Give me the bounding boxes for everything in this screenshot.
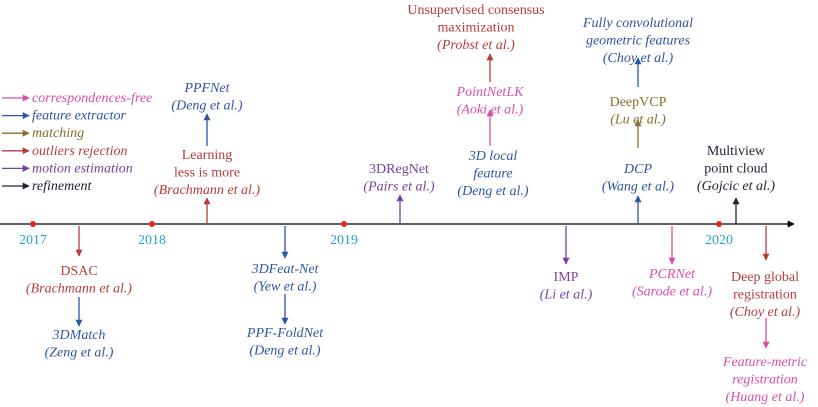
year-label-2017: 2017: [19, 233, 47, 248]
legend-item-3: matching: [32, 126, 84, 141]
method-1-title-line-1: DSAC: [60, 264, 97, 279]
method-17-title-line-1: Deep global: [731, 270, 799, 285]
method-16-author: (Gojcic et al.): [697, 179, 775, 194]
method-1-author: (Brachmann et al.): [26, 282, 132, 297]
method-8-author: (Deng et al.): [457, 184, 528, 199]
method-12-author: (Wang et al.): [602, 180, 675, 195]
method-18-title-line-1: Feature-metric: [722, 355, 808, 370]
method-14-title-line-2: geometric features: [586, 34, 691, 49]
method-4-author: (Brachmann et al.): [154, 183, 260, 198]
method-16-title-line-1: Multiview: [707, 144, 766, 159]
legend-item-2: feature extractor: [32, 109, 127, 124]
method-6-title-line-1: PPF-FoldNet: [246, 326, 324, 341]
method-9-title-line-1: PointNetLK: [456, 85, 525, 100]
year-label-2018: 2018: [138, 233, 166, 248]
method-17-author: (Choy et al.): [730, 305, 801, 320]
year-marker-2017: [30, 221, 36, 227]
method-15-author: (Sarode et al.): [632, 285, 712, 300]
method-3-title-line-1: PPFNet: [183, 81, 230, 96]
method-15-title-line-1: PCRNet: [648, 267, 696, 282]
method-18-title-line-2: registration: [732, 373, 798, 388]
method-5-author: (Yew et al.): [254, 280, 317, 295]
method-12-title-line-1: DCP: [623, 162, 652, 177]
method-6-author: (Deng et al.): [249, 344, 320, 359]
legend-item-6: refinement: [32, 179, 92, 194]
method-13-author: (Lu et al.): [610, 113, 666, 128]
method-8-title-line-1: 3D local: [468, 149, 518, 164]
method-10-title-line-1: Unsupervised consensus: [407, 3, 544, 18]
method-3-author: (Deng et al.): [171, 99, 242, 114]
method-13-title-line-1: DeepVCP: [610, 95, 667, 110]
legend-item-4: outliers rejection: [32, 144, 128, 159]
year-marker-2020: [716, 221, 722, 227]
method-4-title-line-2: less is more: [174, 166, 240, 181]
legend-item-1: correspondences-free: [32, 91, 152, 106]
year-label-2019: 2019: [330, 233, 358, 248]
method-14-title-line-1: Fully convolutional: [582, 16, 693, 31]
method-10-title-line-2: maximization: [438, 21, 515, 36]
method-7-title-line-1: 3DRegNet: [369, 162, 429, 177]
method-11-author: (Li et al.): [540, 288, 593, 303]
method-8-title-line-2: feature: [473, 167, 512, 182]
method-14-author: (Choy et al.): [603, 51, 674, 66]
year-marker-2019: [341, 221, 347, 227]
year-marker-2018: [149, 221, 155, 227]
legend-item-5: motion estimation: [32, 161, 133, 176]
method-16-title-line-2: point cloud: [704, 162, 767, 177]
method-4-title-line-1: Learning: [182, 148, 233, 163]
method-5-title-line-1: 3DFeat-Net: [251, 262, 320, 277]
method-18-author: (Huang et al.): [726, 390, 805, 405]
method-2-title-line-1: 3DMatch: [52, 328, 106, 343]
method-7-author: (Pairs et al.): [363, 180, 434, 195]
method-17-title-line-2: registration: [733, 288, 797, 303]
method-11-title-line-1: IMP: [554, 270, 579, 285]
year-label-2020: 2020: [705, 233, 733, 248]
method-2-author: (Zeng et al.): [45, 346, 114, 361]
method-9-author: (Aoki et al.): [457, 103, 524, 118]
method-10-author: (Probst et al.): [437, 38, 515, 53]
